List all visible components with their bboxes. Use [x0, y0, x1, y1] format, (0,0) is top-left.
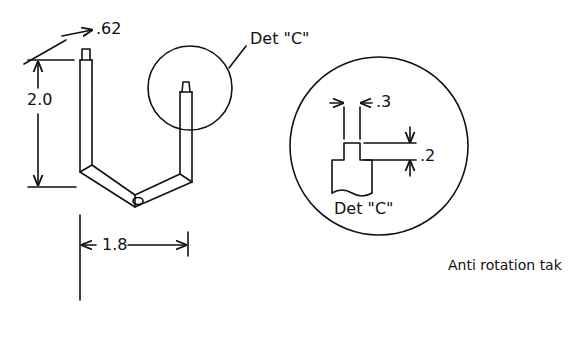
dim-line [82, 244, 96, 246]
dim-line [62, 30, 92, 36]
detail-circle [148, 46, 232, 130]
dimension-value: 2.0 [27, 91, 52, 109]
dim-arrow [330, 102, 343, 104]
dim-line [37, 114, 39, 185]
note: Anti rotation tak [448, 256, 562, 274]
extension-line [359, 107, 361, 139]
dim-arrow [361, 102, 372, 104]
bend-line [134, 195, 136, 207]
dimension-value: .3 [376, 93, 391, 111]
detail-view: .3 .2Det "C" [288, 55, 470, 237]
arm-top [80, 59, 92, 61]
extension-line [79, 215, 81, 300]
extension-line [364, 142, 416, 144]
bracket-inner [92, 60, 180, 195]
tab-outline [332, 143, 372, 193]
dim-arrow [409, 161, 411, 176]
extension-line [343, 107, 345, 139]
dim-line [128, 244, 186, 246]
tab [182, 82, 190, 92]
extension-line [187, 232, 189, 256]
bend-line [80, 165, 92, 172]
extension-line [364, 159, 416, 161]
bend-line [180, 174, 192, 182]
dimension-value: .2 [420, 147, 435, 165]
break-line [332, 190, 372, 196]
detail-label: Det "C" [334, 200, 393, 218]
arm-top [180, 91, 192, 93]
dimension-value: .62 [96, 20, 121, 38]
leader-line [229, 46, 246, 68]
dim-line [37, 62, 39, 88]
extension-line [28, 186, 76, 188]
dim-arrow [409, 127, 411, 142]
detail-callout: Det "C" [250, 30, 309, 48]
extension-line [28, 59, 74, 61]
hole [133, 198, 143, 205]
tab [82, 49, 90, 60]
bracket-outer [80, 60, 192, 207]
dimension-value: 1.8 [102, 236, 127, 254]
detail-outline [290, 57, 468, 235]
